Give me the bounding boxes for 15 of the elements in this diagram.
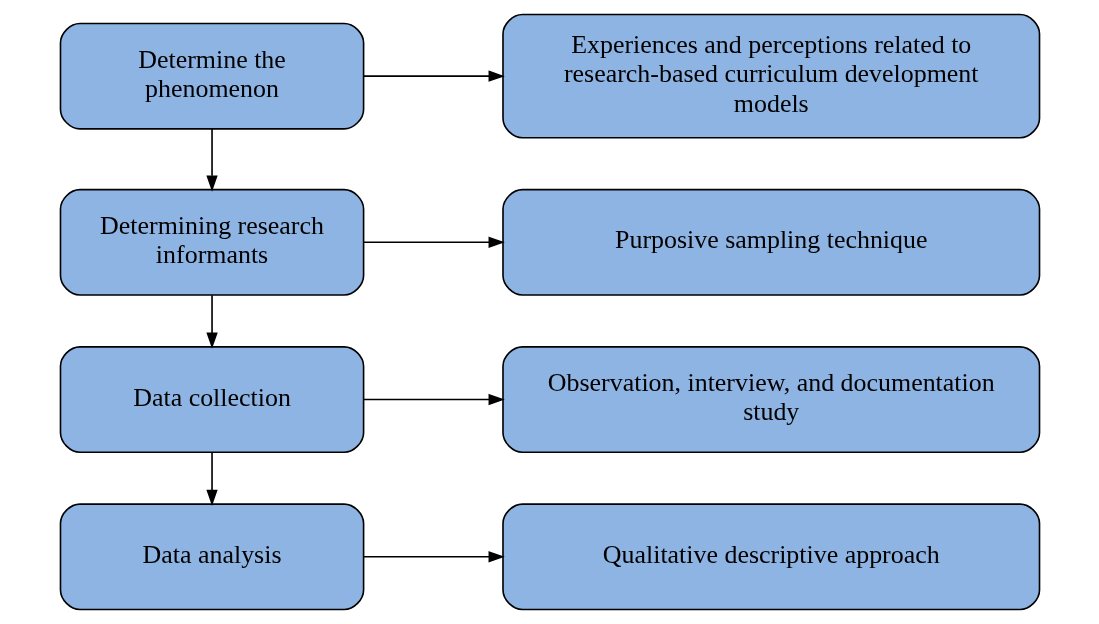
- node-box: Observation, interview, and documentation study: [501, 346, 1040, 453]
- arrow: [205, 128, 218, 192]
- arrow: [362, 236, 505, 248]
- node-box: Data collection: [59, 346, 364, 453]
- node-box: Purposive sampling technique: [501, 188, 1040, 296]
- node-box: Determine the phenomenon: [59, 22, 364, 130]
- arrow: [362, 393, 505, 406]
- node-box: Qualitative descriptive approach: [501, 503, 1040, 611]
- arrow: [205, 451, 218, 506]
- arrow: [362, 551, 505, 563]
- node-box: Experiences and perceptions related to research-based curriculum development models: [501, 13, 1040, 139]
- node-box: Data analysis: [59, 503, 364, 611]
- node-box: Determining research informants: [59, 188, 364, 296]
- arrow: [205, 294, 218, 349]
- arrow: [362, 70, 505, 82]
